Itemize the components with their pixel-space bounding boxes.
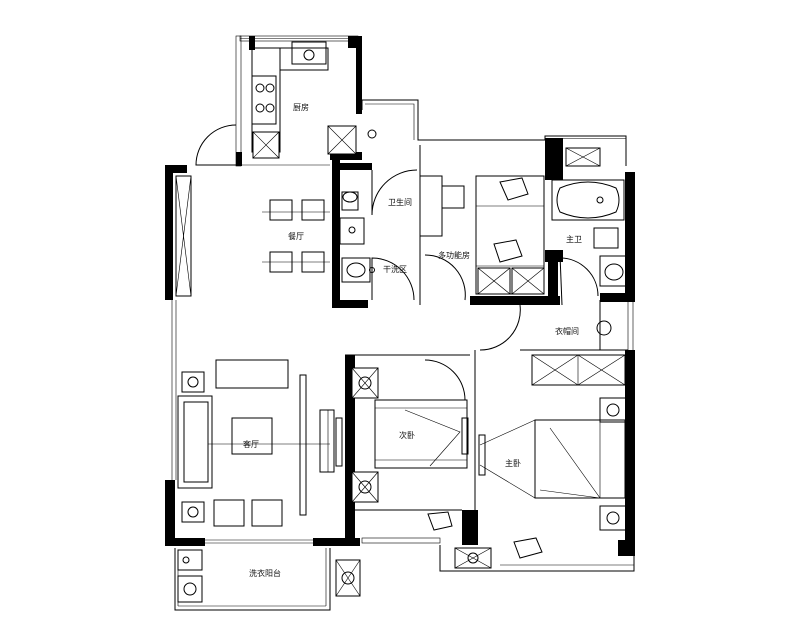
label-kitchen: 厨房: [293, 102, 309, 112]
label-dry-area: 干洗区: [383, 264, 407, 274]
label-laundry-balcony: 洗衣阳台: [249, 568, 281, 578]
label-bathroom: 卫生间: [388, 197, 412, 207]
label-second-bedroom: 次卧: [399, 430, 415, 440]
label-closet: 衣帽间: [555, 326, 579, 336]
second-bedroom-fixtures: [351, 367, 469, 531]
label-multi-room: 多功能房: [438, 250, 470, 260]
living-fixtures: [177, 359, 343, 527]
door-swings: [195, 124, 599, 401]
label-master-bath: 主卫: [566, 234, 582, 244]
master-bath-fixtures: [551, 147, 629, 287]
label-living: 客厅: [243, 439, 259, 449]
structural-walls: [165, 36, 635, 556]
window-lines: [171, 35, 635, 611]
laundry-fixtures: [177, 549, 361, 603]
dining-fixtures: [175, 175, 330, 297]
label-dining: 餐厅: [288, 232, 304, 241]
room-labels: 厨房 餐厅 卫生间 干洗区 多功能房 主卫 衣帽间 客厅 次卧 主卧 洗衣阳台: [243, 102, 582, 578]
kitchen-fixtures: [238, 41, 377, 166]
master-bedroom-fixtures: [454, 397, 627, 569]
bathroom-fixtures: [339, 191, 375, 283]
multi-room-fixtures: [419, 175, 545, 295]
label-master-bedroom: 主卧: [505, 458, 521, 468]
closet-fixtures: [531, 320, 626, 386]
